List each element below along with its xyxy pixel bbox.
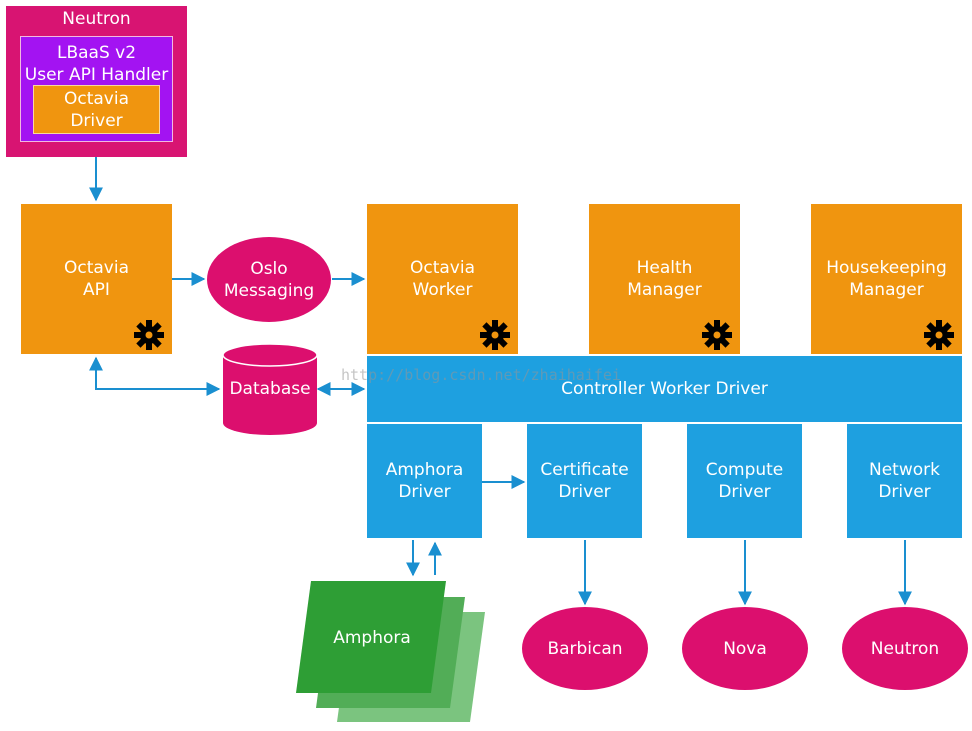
amphora-driver: Amphora Driver <box>367 424 482 538</box>
gear-icon <box>480 320 510 350</box>
octavia-worker-line1: Octavia <box>409 258 475 278</box>
compute-driver-line1: Compute <box>705 460 784 480</box>
oslo-messaging: Oslo Messaging <box>207 237 331 322</box>
certificate-driver-line2: Driver <box>558 482 611 502</box>
neutron-label: Neutron <box>870 638 940 659</box>
housekeeping-manager-line2: Manager <box>849 280 924 300</box>
barbican-label: Barbican <box>547 638 623 659</box>
barbican-service: Barbican <box>522 607 648 690</box>
amphora-driver-line1: Amphora <box>385 460 464 480</box>
octavia-api: Octavia API <box>21 204 172 354</box>
neutron-panel-title: Neutron <box>62 9 131 29</box>
controller-worker-driver-label: Controller Worker Driver <box>561 379 768 399</box>
certificate-driver-line1: Certificate <box>540 460 629 480</box>
octavia-worker-line2: Worker <box>412 280 473 300</box>
neutron-service: Neutron <box>842 607 968 690</box>
octavia-api-line2: API <box>83 280 110 300</box>
health-manager: Health Manager <box>589 204 740 354</box>
network-driver: Network Driver <box>847 424 962 538</box>
controller-worker-driver: Controller Worker Driver <box>367 356 962 422</box>
compute-driver-line2: Driver <box>718 482 771 502</box>
octavia-driver-line2: Driver <box>70 110 123 131</box>
database-cylinder <box>222 343 318 435</box>
amphora-stack <box>296 581 485 722</box>
compute-driver: Compute Driver <box>687 424 802 538</box>
octavia-api-line1: Octavia <box>63 258 129 278</box>
octavia-driver: Octavia Driver <box>33 85 160 134</box>
gear-icon <box>924 320 954 350</box>
nova-service: Nova <box>682 607 808 690</box>
watermark: http://blog.csdn.net/zhaihaifei <box>341 366 621 384</box>
lbaas-handler-line1: LBaaS v2 <box>56 43 137 63</box>
oslo-line1: Oslo <box>250 258 288 279</box>
octavia-driver-line1: Octavia <box>63 88 129 109</box>
network-driver-line1: Network <box>869 460 940 480</box>
amphora-layer-front <box>296 581 446 693</box>
arrow-api-database <box>89 356 221 396</box>
housekeeping-manager: Housekeeping Manager <box>811 204 962 354</box>
database-label: Database <box>229 379 311 399</box>
amphora-label: Amphora <box>333 628 411 648</box>
oslo-line2: Messaging <box>223 280 315 301</box>
certificate-driver: Certificate Driver <box>527 424 642 538</box>
health-manager-line1: Health <box>636 258 693 278</box>
health-manager-line2: Manager <box>627 280 702 300</box>
amphora-driver-line2: Driver <box>398 482 451 502</box>
octavia-worker: Octavia Worker <box>367 204 518 354</box>
gear-icon <box>702 320 732 350</box>
lbaas-handler-line2: User API Handler <box>24 65 169 85</box>
nova-label: Nova <box>723 638 767 659</box>
gear-icon <box>134 320 164 350</box>
housekeeping-manager-line1: Housekeeping <box>826 258 947 278</box>
network-driver-line2: Driver <box>878 482 931 502</box>
